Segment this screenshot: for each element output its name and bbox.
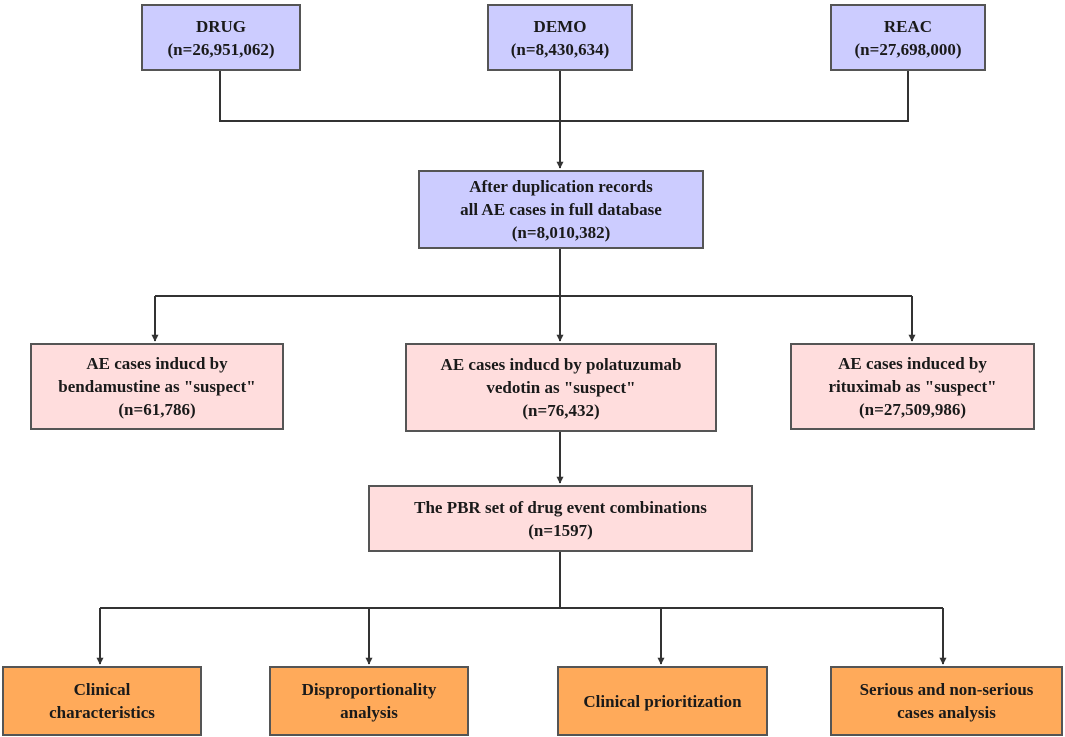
connector-drug <box>219 71 909 122</box>
source-box-reac: REAC (n=27,698,000) <box>830 4 986 71</box>
source-name: DRUG <box>195 16 247 36</box>
case-box-rituximab: AE cases induced by rituximab as "suspec… <box>790 343 1035 430</box>
source-box-demo: DEMO (n=8,430,634) <box>487 4 633 71</box>
analysis-line1: Clinical <box>73 680 131 699</box>
analysis-line2: cases analysis <box>897 703 996 722</box>
analysis-line1: Clinical prioritization <box>583 691 742 711</box>
analysis-box-clinical-characteristics: Clinical characteristics <box>2 666 202 736</box>
dedup-count: (n=8,010,382) <box>511 223 611 242</box>
analysis-box-serious-non-serious: Serious and non-serious cases analysis <box>830 666 1063 736</box>
source-count: (n=8,430,634) <box>510 39 610 59</box>
analysis-box-disproportionality: Disproportionality analysis <box>269 666 469 736</box>
pbr-count: (n=1597) <box>528 520 593 540</box>
case-line1: AE cases induced by <box>838 354 987 373</box>
dedup-line2: all AE cases in full database <box>460 200 662 219</box>
case-box-bendamustine: AE cases inducd by bendamustine as "susp… <box>30 343 284 430</box>
analysis-box-clinical-prioritization: Clinical prioritization <box>557 666 768 736</box>
case-line2: bendamustine as "suspect" <box>58 377 256 396</box>
analysis-line1: Disproportionality <box>301 680 437 699</box>
case-line2: rituximab as "suspect" <box>828 377 997 396</box>
case-line1: AE cases inducd by <box>86 354 228 373</box>
case-count: (n=27,509,986) <box>859 400 966 419</box>
analysis-line2: analysis <box>340 703 398 722</box>
case-line1: AE cases inducd by polatuzumab <box>440 355 682 374</box>
analysis-line2: characteristics <box>49 703 155 722</box>
pbr-line1: The PBR set of drug event combinations <box>414 497 707 517</box>
source-count: (n=26,951,062) <box>167 39 275 59</box>
source-box-drug: DRUG (n=26,951,062) <box>141 4 301 71</box>
source-count: (n=27,698,000) <box>854 39 962 59</box>
case-box-polatuzumab: AE cases inducd by polatuzumab vedotin a… <box>405 343 717 432</box>
pbr-box: The PBR set of drug event combinations (… <box>368 485 753 552</box>
source-name: DEMO <box>533 16 587 36</box>
case-count: (n=61,786) <box>118 400 196 419</box>
analysis-line1: Serious and non-serious <box>859 680 1034 699</box>
dedup-line1: After duplication records <box>469 177 653 196</box>
dedup-box: After duplication records all AE cases i… <box>418 170 704 249</box>
case-line2: vedotin as "suspect" <box>486 378 636 397</box>
source-name: REAC <box>883 16 933 36</box>
case-count: (n=76,432) <box>522 401 600 420</box>
